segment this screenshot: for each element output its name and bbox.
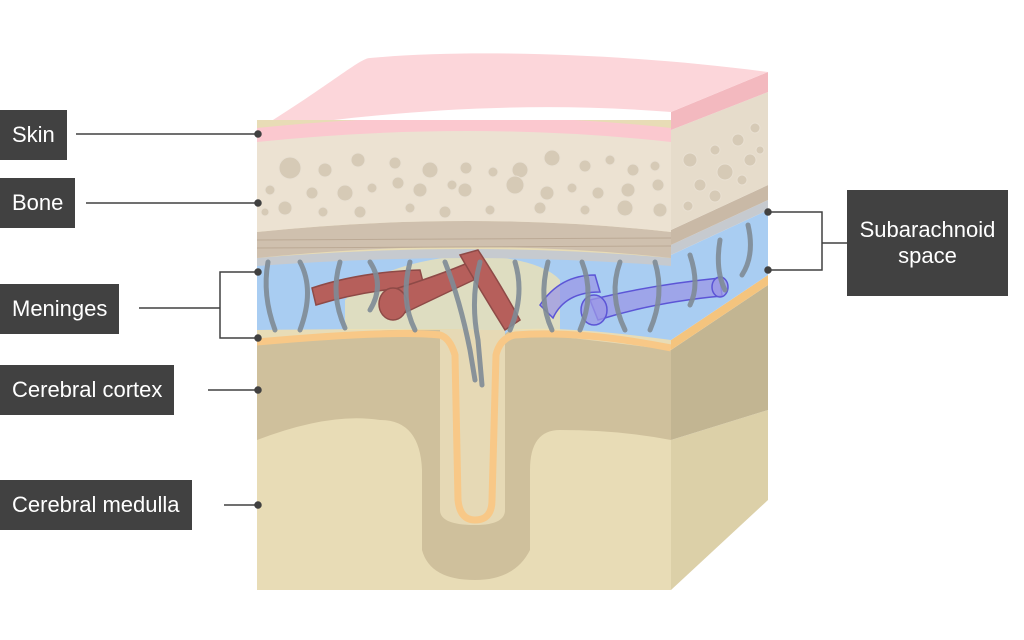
label-cerebral-cortex-text: Cerebral cortex (12, 377, 163, 402)
leader-lines (76, 130, 847, 509)
block-side-face (671, 72, 768, 590)
skin-top-surface (257, 53, 768, 130)
bone-pores (260, 122, 765, 219)
arachnoid-trabeculae (263, 222, 753, 388)
block-front-face (257, 120, 671, 590)
label-cerebral-medulla-text: Cerebral medulla (12, 492, 180, 517)
label-skin-text: Skin (12, 122, 55, 147)
label-subarachnoid-line1: Subarachnoid (859, 217, 996, 242)
label-meninges-text: Meninges (12, 296, 108, 321)
label-cerebral-medulla: Cerebral medulla (0, 480, 192, 530)
label-bone-text: Bone (12, 190, 64, 215)
label-skin: Skin (0, 110, 67, 160)
label-meninges: Meninges (0, 284, 120, 334)
label-subarachnoid-line2: space (898, 243, 957, 268)
label-bone: Bone (0, 178, 76, 228)
label-cerebral-cortex: Cerebral cortex (0, 365, 175, 415)
label-subarachnoid-space: Subarachnoid space (847, 190, 1008, 296)
